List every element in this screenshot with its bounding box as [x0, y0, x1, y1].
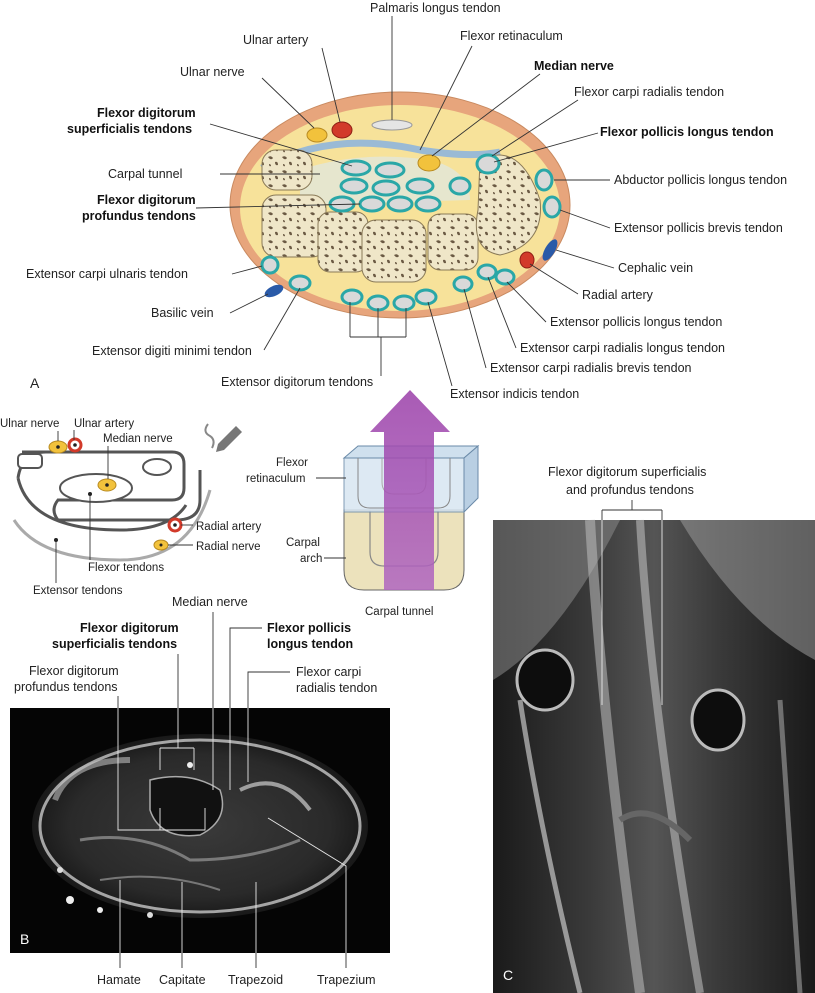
schematic-radial-artery-label: Radial artery [196, 521, 261, 533]
label-abductor-pollicis-longus-tendon: Abductor pollicis longus tendon [614, 173, 787, 187]
schematic-median-nerve-label: Median nerve [103, 433, 173, 445]
panel-a-illustration [229, 91, 571, 319]
b-label-fdp-line2: profundus tendons [14, 680, 118, 694]
label-basilic-vein: Basilic vein [151, 306, 214, 320]
c-label-line1: Flexor digitorum superficialis [548, 465, 706, 479]
tunnel-carpal-label-line2: arch [300, 553, 322, 565]
label-radial-artery: Radial artery [582, 288, 654, 302]
schematic-ulnar-artery-label: Ulnar artery [74, 418, 134, 430]
b-label-fcr-line1: Flexor carpi [296, 665, 361, 679]
panel-letter-b: B [20, 931, 29, 947]
label-cephalic-vein: Cephalic vein [618, 261, 693, 275]
b-label-trapezoid: Trapezoid [228, 973, 283, 987]
label-carpal-tunnel: Carpal tunnel [108, 167, 182, 181]
b-label-trapezium: Trapezium [317, 973, 376, 987]
schematic-flexor-tendons-label: Flexor tendons [88, 562, 164, 574]
label-fds-line1: Flexor digitorum [97, 106, 196, 120]
schematic-extensor-tendons-label: Extensor tendons [33, 585, 123, 597]
label-fdp-line2: profundus tendons [82, 209, 196, 223]
label-palmaris-longus-tendon: Palmaris longus tendon [370, 1, 501, 15]
panel-a-labels: Palmaris longus tendon Ulnar artery Flex… [26, 1, 787, 401]
b-label-capitate: Capitate [159, 973, 206, 987]
label-extensor-carpi-ulnaris-tendon: Extensor carpi ulnaris tendon [26, 267, 188, 281]
panel-c-labels: Flexor digitorum superficialis and profu… [548, 465, 706, 705]
b-label-fpl-line2: longus tendon [267, 637, 353, 651]
b-label-median-nerve: Median nerve [172, 595, 248, 609]
panel-b-mri: B [10, 708, 390, 953]
tunnel-flexor-label-line2: retinaculum [246, 473, 305, 485]
schematic-ulnar-nerve-label: Ulnar nerve [0, 418, 59, 430]
panel-b-labels: Median nerve Flexor digitorum superficia… [14, 595, 377, 987]
label-extensor-digitorum-tendons: Extensor digitorum tendons [221, 375, 373, 389]
label-extensor-carpi-radialis-longus-tendon: Extensor carpi radialis longus tendon [520, 341, 725, 355]
b-label-fdp-line1: Flexor digitorum [29, 664, 119, 678]
carpal-tunnel-3d-diagram: Flexor retinaculum Carpal arch Carpal tu… [246, 390, 480, 618]
label-extensor-pollicis-brevis-tendon: Extensor pollicis brevis tendon [614, 221, 783, 235]
schematic-diagram: Ulnar nerve Ulnar artery Median nerve Ra… [0, 418, 261, 597]
c-label-line2: and profundus tendons [566, 483, 694, 497]
b-label-fds-line1: Flexor digitorum [80, 621, 179, 635]
label-extensor-indicis-tendon: Extensor indicis tendon [450, 387, 579, 401]
label-extensor-digiti-minimi-tendon: Extensor digiti minimi tendon [92, 344, 252, 358]
label-flexor-carpi-radialis-tendon: Flexor carpi radialis tendon [574, 85, 724, 99]
label-fdp-line1: Flexor digitorum [97, 193, 196, 207]
b-label-hamate: Hamate [97, 973, 141, 987]
tunnel-carpal-label-line1: Carpal [286, 537, 320, 549]
schematic-radial-nerve-label: Radial nerve [196, 541, 261, 553]
tunnel-flexor-label-line1: Flexor [276, 457, 308, 469]
label-ulnar-artery: Ulnar artery [243, 33, 309, 47]
label-extensor-carpi-radialis-brevis-tendon: Extensor carpi radialis brevis tendon [490, 361, 692, 375]
label-extensor-pollicis-longus-tendon: Extensor pollicis longus tendon [550, 315, 722, 329]
b-label-fcr-line2: radialis tendon [296, 681, 377, 695]
pencil-icon [204, 423, 242, 452]
label-median-nerve: Median nerve [534, 59, 614, 73]
label-flexor-pollicis-longus-tendon: Flexor pollicis longus tendon [600, 125, 774, 139]
panel-c-mri: C [493, 519, 815, 993]
b-label-fds-line2: superficialis tendons [52, 637, 177, 651]
label-ulnar-nerve: Ulnar nerve [180, 65, 245, 79]
panel-letter-a: A [30, 375, 40, 391]
label-fds-line2: superficialis tendons [67, 122, 192, 136]
label-flexor-retinaculum: Flexor retinaculum [460, 29, 563, 43]
tunnel-carpal-tunnel-label: Carpal tunnel [365, 606, 433, 618]
b-label-fpl-line1: Flexor pollicis [267, 621, 351, 635]
panel-letter-c: C [503, 967, 513, 983]
